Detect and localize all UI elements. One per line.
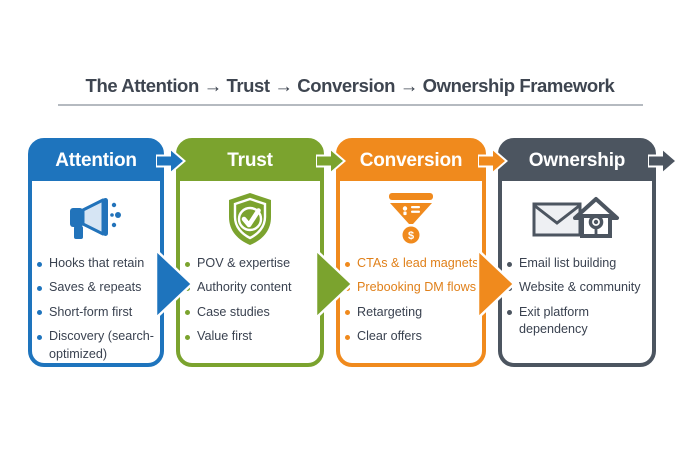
conversion-card-header: Conversion bbox=[339, 141, 483, 181]
list-item: Email list building bbox=[506, 255, 650, 272]
attention-card-title: Attention bbox=[55, 150, 137, 171]
attention-card-header: Attention bbox=[31, 141, 161, 181]
list-item: Exit platform dependency bbox=[506, 304, 650, 339]
arrow-conversion-to-ownership-icon bbox=[478, 147, 508, 175]
ownership-card: Ownership Email list building Website & … bbox=[498, 138, 656, 367]
chevron-trust-to-conversion-icon bbox=[315, 249, 353, 319]
list-item: Hooks that retain bbox=[36, 255, 158, 272]
page-title: The Attention → Trust → Conversion → Own… bbox=[85, 75, 615, 96]
trust-card-title: Trust bbox=[227, 150, 273, 171]
conversion-list: CTAs & lead magnets Prebooking DM flows … bbox=[340, 255, 482, 346]
list-item: Authority content bbox=[184, 279, 318, 296]
arrow-trust-to-conversion-icon bbox=[316, 147, 346, 175]
svg-text:$: $ bbox=[408, 230, 414, 242]
list-item: CTAs & lead magnets bbox=[344, 255, 480, 272]
ownership-card-title: Ownership bbox=[528, 150, 626, 171]
list-item: Discovery (search-optimized) bbox=[36, 328, 158, 363]
trust-list: POV & expertise Authority content Case s… bbox=[180, 255, 320, 346]
trust-card-header: Trust bbox=[179, 141, 321, 181]
ownership-list: Email list building Website & community … bbox=[502, 255, 652, 339]
list-item: Prebooking DM flows bbox=[344, 279, 480, 296]
list-item: Short-form first bbox=[36, 304, 158, 321]
chevron-attention-to-trust-icon bbox=[155, 249, 193, 319]
list-item: POV & expertise bbox=[184, 255, 318, 272]
list-item: Website & community bbox=[506, 279, 650, 296]
ownership-card-header: Ownership bbox=[501, 141, 653, 181]
megaphone-icon bbox=[32, 187, 160, 251]
list-item: Value first bbox=[184, 328, 318, 345]
attention-list: Hooks that retain Saves & repeats Short-… bbox=[32, 255, 160, 363]
list-item: Clear offers bbox=[344, 328, 480, 345]
trust-card: Trust POV & expertise Authority content … bbox=[176, 138, 324, 367]
conversion-card: Conversion $ CTAs & lead magnets Prebook… bbox=[336, 138, 486, 367]
funnel-dollar-icon: $ bbox=[340, 187, 482, 251]
email-house-icon bbox=[502, 187, 652, 251]
title-divider bbox=[58, 104, 643, 106]
arrow-attention-to-trust-icon bbox=[156, 147, 186, 175]
list-item: Saves & repeats bbox=[36, 279, 158, 296]
arrow-ownership-out-icon bbox=[648, 147, 678, 175]
shield-check-icon bbox=[180, 187, 320, 251]
conversion-card-title: Conversion bbox=[359, 150, 463, 171]
chevron-conversion-to-ownership-icon bbox=[477, 249, 515, 319]
list-item: Case studies bbox=[184, 304, 318, 321]
attention-card: Attention Hooks that retain Saves & repe… bbox=[28, 138, 164, 367]
list-item: Retargeting bbox=[344, 304, 480, 321]
